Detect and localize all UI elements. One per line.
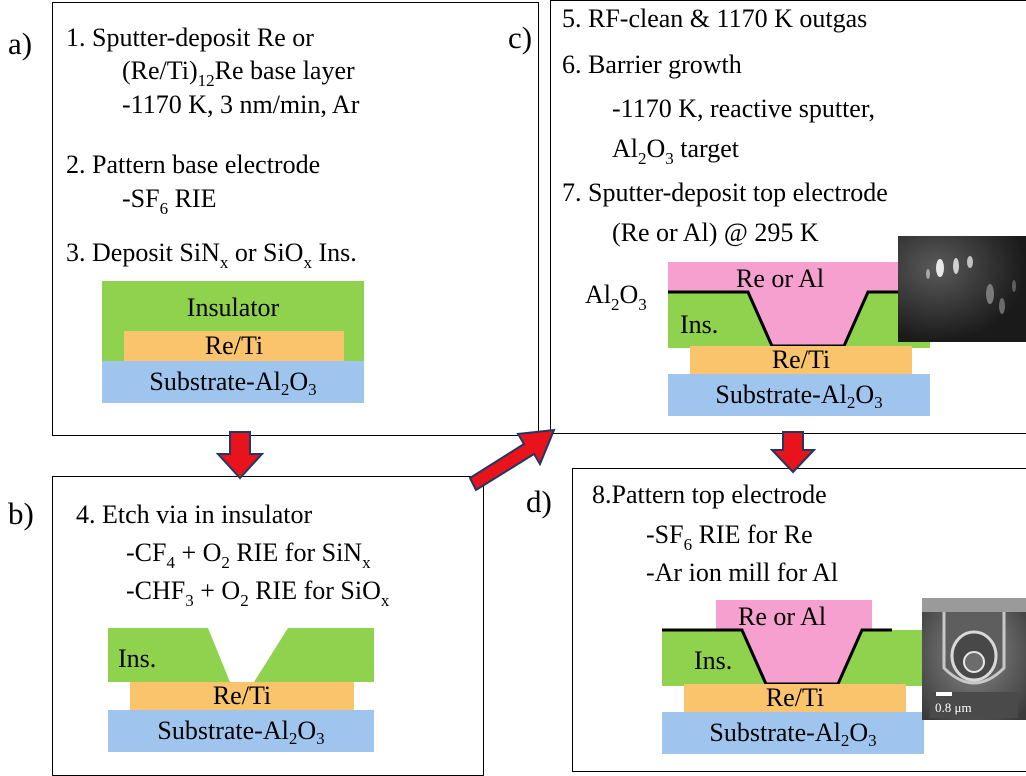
panel-d-line2: -SF6 RIE for Re: [646, 520, 813, 554]
panel-d-scale-bar-label: 0.8 μm: [935, 700, 972, 715]
panel-c-label: c): [508, 20, 533, 55]
panel-c-top-electrode: [668, 262, 898, 294]
panel-a-step1-line3: -1170 K, 3 nm/min, Ar: [122, 90, 360, 119]
panel-c-layer-stack: [668, 290, 930, 348]
panel-c-metal-layer: Re/Ti: [690, 346, 912, 374]
panel-a-step1-line2: (Re/Ti)12Re base layer: [122, 56, 355, 90]
panel-c-step5: 5. RF-clean & 1170 K outgas: [562, 4, 868, 33]
panel-b-step4: 4. Etch via in insulator: [76, 500, 313, 529]
panel-b-line3: -CHF3 + O2 RIE for SiOx: [126, 576, 390, 610]
panel-d-step8: 8.Pattern top electrode: [592, 480, 827, 509]
panel-a-metal-layer: Re/Ti: [124, 331, 344, 361]
panel-a-step1-line1: 1. Sputter-deposit Re or: [66, 23, 314, 52]
panel-c-step7: 7. Sputter-deposit top electrode: [562, 178, 888, 207]
panel-c-step6-line3: Al2O3 target: [612, 134, 739, 168]
panel-d-layer-stack: [662, 628, 924, 686]
panel-c-step6-line2: -1170 K, reactive sputter,: [612, 94, 875, 123]
panel-d-top-electrode: [716, 600, 872, 632]
panel-c-step7-line2: (Re or Al) @ 295 K: [612, 218, 819, 247]
panel-a-step3: 3. Deposit SiNx or SiOx Ins.: [66, 238, 357, 272]
arrow-b-to-c-icon: [468, 428, 556, 492]
panel-b-metal-layer: Re/Ti: [130, 682, 354, 710]
arrow-a-to-b-icon: [215, 431, 265, 480]
arrow-c-to-d-icon: [769, 431, 817, 474]
panel-d-line3: -Ar ion mill for Al: [646, 558, 839, 587]
panel-b-label: b): [8, 496, 34, 531]
panel-d-top-label: Re or Al: [738, 602, 827, 631]
panel-c-step6: 6. Barrier growth: [562, 50, 742, 79]
panel-a-step2-line1: 2. Pattern base electrode: [66, 150, 321, 179]
panel-d-ins-label: Ins.: [694, 646, 733, 675]
panel-d-metal-layer: Re/Ti: [684, 684, 906, 712]
panel-c-ins-label: Ins.: [680, 310, 719, 339]
panel-d-sem-image: [922, 598, 1026, 720]
panel-d-label: d): [526, 484, 552, 519]
panel-a-step2-line2: -SF6 RIE: [122, 184, 217, 218]
panel-c-micrograph-image: [898, 236, 1026, 342]
panel-b-ins-label: Ins.: [118, 644, 157, 673]
panel-b-etched-insulator: [108, 628, 374, 682]
panel-c-barrier-label: Al2O3: [585, 280, 647, 314]
panel-c-top-label: Re or Al: [736, 264, 825, 293]
panel-b-line2: -CF4 + O2 RIE for SiNx: [126, 538, 371, 572]
panel-a-label: a): [8, 26, 33, 61]
